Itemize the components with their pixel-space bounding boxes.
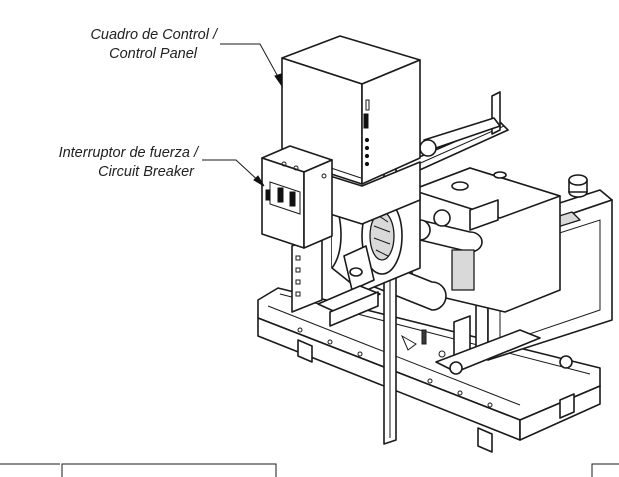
circuit-breaker-leader <box>202 159 263 185</box>
circuit-breaker-label-en: Circuit Breaker <box>98 164 194 180</box>
page-frame-fragments <box>0 463 619 477</box>
control-panel-label-es: Cuadro de Control / <box>90 27 217 43</box>
circuit-breaker-box <box>261 145 333 249</box>
control-panel-arrowhead <box>274 73 283 88</box>
control-panel-leader <box>220 43 283 85</box>
control-panel-label-en: Control Panel <box>109 46 197 62</box>
control-panel-callout: Cuadro de Control / Control Panel <box>20 26 217 64</box>
circuit-breaker-label-es: Interruptor de fuerza / <box>58 145 198 161</box>
support-post <box>291 233 573 375</box>
circuit-breaker-arrowhead <box>253 175 265 187</box>
circuit-breaker-callout: Interruptor de fuerza / Circuit Breaker <box>0 144 198 182</box>
control-panel-box <box>281 35 421 225</box>
